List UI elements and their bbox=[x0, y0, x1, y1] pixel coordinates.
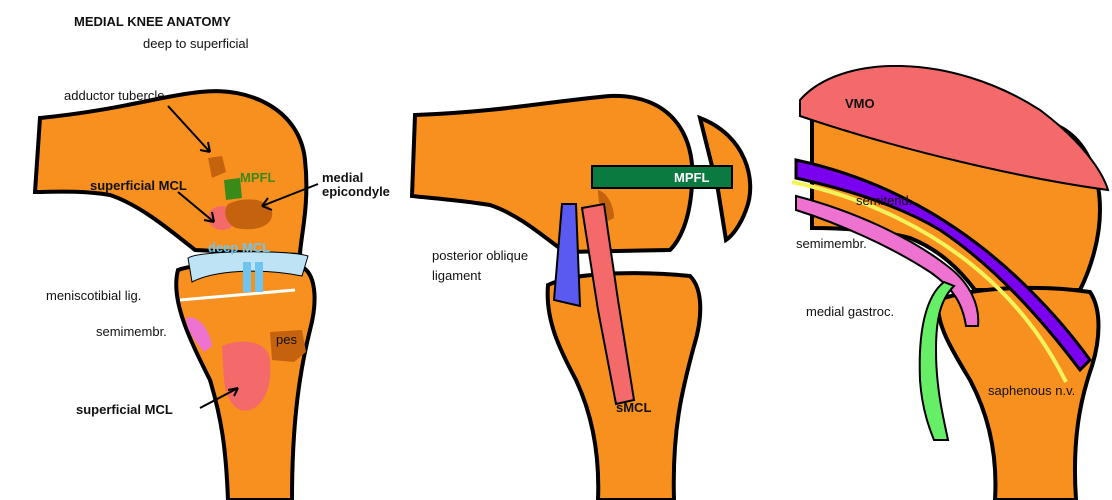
semimembr-tendon bbox=[795, 194, 980, 327]
vmo-muscle bbox=[799, 64, 1110, 192]
meniscotibial-line bbox=[179, 288, 296, 302]
label-pol-1: posterior oblique bbox=[432, 248, 528, 263]
deep-mcl-band-b bbox=[255, 262, 263, 292]
label-semimembr-panel3: semimembr. bbox=[796, 236, 867, 251]
panel-deep: MEDIAL KNEE ANATOMY deep to superficial … bbox=[32, 14, 390, 500]
label-medial-epicondyle-1: medial bbox=[322, 170, 363, 185]
smcl-band bbox=[580, 202, 636, 406]
adductor-tubercle bbox=[208, 156, 226, 178]
label-medial-epicondyle-2: epicondyle bbox=[322, 184, 390, 199]
label-meniscotibial: meniscotibial lig. bbox=[46, 288, 141, 303]
posterior-oblique-ligament bbox=[552, 203, 582, 308]
epicondyle-2 bbox=[598, 190, 614, 222]
medial-gastroc bbox=[918, 280, 956, 441]
femur-2 bbox=[409, 93, 695, 255]
page-title: MEDIAL KNEE ANATOMY bbox=[74, 14, 231, 29]
label-deep-mcl: deep MCL bbox=[208, 240, 270, 255]
label-adductor-tubercle: adductor tubercle bbox=[64, 88, 164, 103]
panel-superficial: VMO semitend. semimembr. medial gastroc.… bbox=[791, 64, 1110, 500]
arrows-panel1 bbox=[167, 105, 319, 409]
label-semitend: semitend. bbox=[856, 193, 912, 208]
label-vmo: VMO bbox=[845, 96, 875, 111]
mpfl-footprint bbox=[224, 178, 242, 200]
mpfl-band bbox=[591, 165, 733, 189]
label-mpfl-panel1: MPFL bbox=[240, 170, 275, 185]
saphenous-nerve bbox=[791, 180, 1068, 383]
label-pol-2: ligament bbox=[432, 268, 482, 283]
label-semimembr-panel1: semimembr. bbox=[96, 324, 167, 339]
semitend-tendon bbox=[794, 158, 1092, 373]
label-superficial-mcl-top: superficial MCL bbox=[90, 178, 187, 193]
label-smcl: sMCL bbox=[616, 400, 651, 415]
label-medial-gastroc: medial gastroc. bbox=[806, 304, 894, 319]
label-superficial-mcl-bottom: superficial MCL bbox=[76, 402, 173, 417]
label-mpfl-panel2: MPFL bbox=[674, 170, 709, 185]
label-pes: pes bbox=[276, 332, 297, 347]
deep-mcl-band-a bbox=[243, 262, 251, 292]
smcl-tibial-footprint bbox=[222, 341, 271, 411]
pes-footprint bbox=[270, 330, 306, 362]
panel-middle: MPFL posterior oblique ligament sMCL bbox=[409, 93, 753, 500]
medial-epicondyle bbox=[225, 199, 273, 230]
page-subtitle: deep to superficial bbox=[143, 36, 249, 51]
label-saphenous: saphenous n.v. bbox=[988, 383, 1075, 398]
semimembr-insertion bbox=[186, 317, 212, 352]
